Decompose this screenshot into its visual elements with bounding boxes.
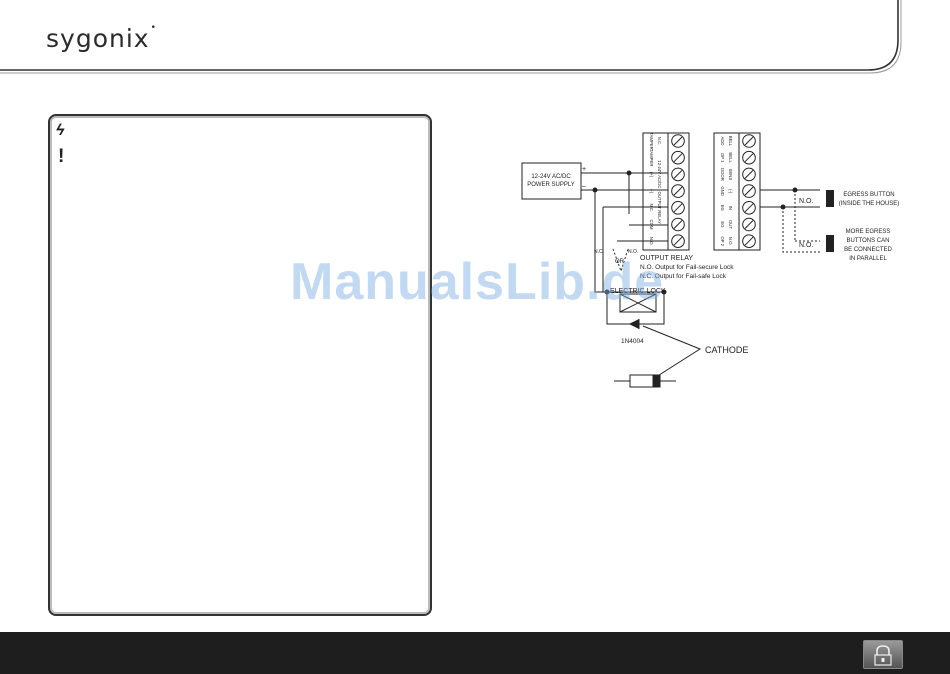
nc-label: N.C. (594, 249, 604, 255)
or-label: OR (615, 259, 625, 265)
terminal-label: SENS (728, 169, 733, 181)
egress-label-1: EGRESS BUTTON (843, 192, 894, 198)
terminal-label: TAMPER (649, 132, 654, 150)
terminal-label: BELL (728, 152, 733, 163)
terminal-label: N.O. (728, 237, 733, 246)
terminal-label: N.C. (649, 203, 654, 212)
header-frame (0, 0, 902, 74)
minus-sign: – (582, 183, 586, 190)
terminal-label: (-) (649, 189, 654, 194)
padlock-button[interactable] (863, 640, 903, 669)
output-relay-label: OUTPUT RELAY (640, 255, 693, 262)
exclamation-icon: ! (58, 146, 65, 167)
terminal-label: IN (728, 206, 733, 210)
terminal-label: OP 1 (720, 153, 725, 163)
terminal-label: COM (649, 219, 654, 229)
more-egress-2: BUTTONS CAN (847, 238, 890, 244)
terminal-label: ADD (720, 136, 725, 145)
plus-sign: + (582, 166, 586, 173)
terminal-label: OP 2 (720, 236, 725, 246)
watermark: ManualsLib.de (290, 253, 665, 311)
more-no-label: N.O. (799, 242, 813, 249)
terminal-label: GND (720, 186, 725, 196)
terminal-label: OUTPUT RELAY (657, 192, 662, 225)
diode-label: 1N4004 (621, 338, 644, 345)
terminal-label: (-) (728, 189, 733, 194)
terminal-label: BELL (728, 136, 733, 147)
terminal-label: N.O. (649, 237, 654, 246)
padlock-icon (874, 645, 892, 666)
more-egress-3: BE CONNECTED (844, 247, 892, 253)
fail-safe-label: N.C. Output for Fail-safe Lock (640, 273, 727, 280)
more-egress-1: MORE EGRESS (846, 229, 891, 235)
terminal-label: DOOR (720, 168, 725, 181)
egress-no-label: N.O. (799, 198, 813, 205)
cathode-label: CATHODE (705, 345, 748, 355)
electric-lock-label: ELECTRIC LOCK (610, 288, 666, 295)
terminal-label: 12-24V AC/DC (657, 160, 662, 188)
lightning-icon: ϟ (56, 122, 65, 139)
egress-label-2: (INSIDE THE HOUSE) (839, 201, 900, 207)
terminal-label: N.C. (657, 137, 662, 146)
power-supply-label-2: POWER SUPPLY (527, 182, 575, 188)
brand-logo: sygonix• (46, 22, 157, 53)
no-label: N.O. (628, 249, 638, 255)
safety-notice-box: ϟ ! (48, 114, 432, 616)
footer-bar (0, 632, 950, 674)
fail-secure-label: N.O. Output for Fail-secure Lock (640, 264, 734, 271)
terminal-label: EG (720, 221, 725, 228)
terminal-label: (+) (649, 172, 654, 178)
terminal-label: OUT (728, 220, 733, 229)
terminal-label: TAMPER (649, 149, 654, 167)
power-supply-label-1: 12-24V AC/DC (531, 174, 571, 180)
more-egress-4: IN PARALLEL (849, 256, 887, 262)
terminal-label: EG (720, 205, 725, 212)
